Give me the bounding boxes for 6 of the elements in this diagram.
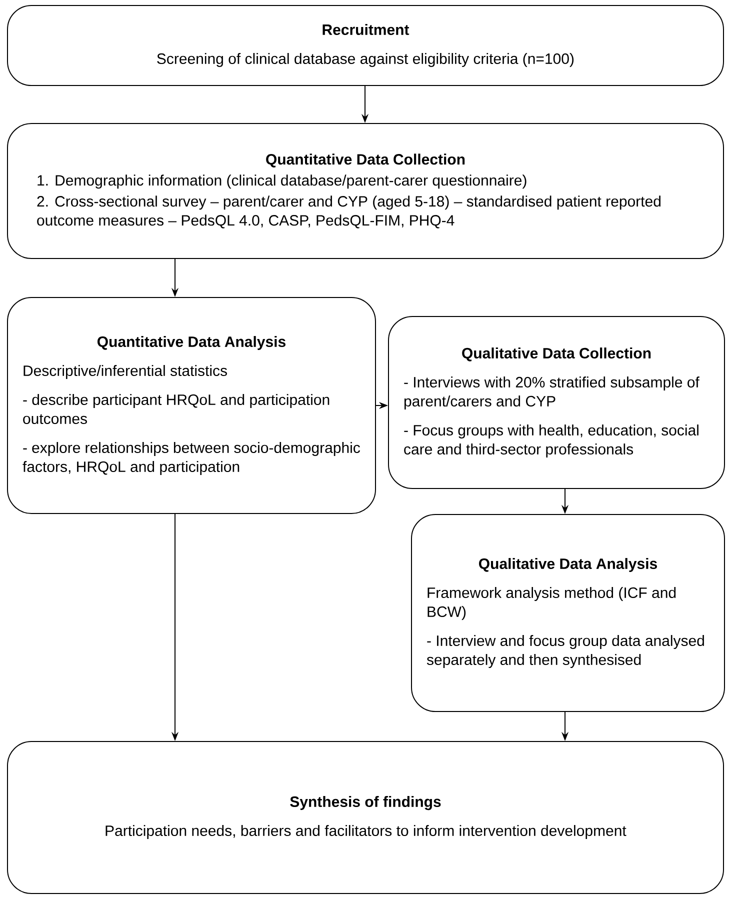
process-box: Qualitative Data Analysis Framework analysis method (ICF and BCW) - Interview and focus group data analysed separately and then synthesised xyxy=(411,514,725,712)
process-box: Recruitment Screening of clinical database against eligibility criteria (n=100) xyxy=(7,5,724,86)
process-box: Quantitative Data Collection 1. Demographic information (clinical database/parent-carer questionnaire) 2. Cross-sectional survey – parent/carer and CYP (aged 5-18) – standardised patient reported outcome measures – PedsQL 4.0, CASP, PedsQL-FIM, PHQ-4 xyxy=(7,123,724,259)
process-box: Synthesis of findings Participation needs, barriers and facilitators to inform intervention development xyxy=(7,741,724,894)
process-box: Qualitative Data Collection - Interviews with 20% stratified subsample of parent/carers and CYP - Focus groups with health, education, social care and third-sector professionals xyxy=(388,316,725,489)
process-box: Quantitative Data Analysis Descriptive/inferential statistics - describe participant HRQoL and participation outcomes - explore relationships between socio-demographic factors, HRQoL and participation xyxy=(7,297,376,514)
